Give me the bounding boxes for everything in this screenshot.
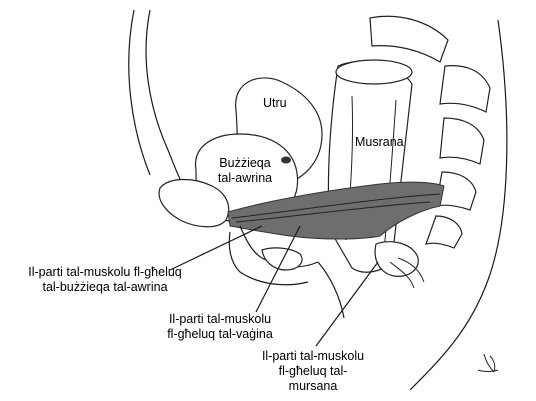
artist-signature (478, 354, 498, 372)
bladder-label-line2: tal-awrina (205, 171, 285, 186)
urethra-part-line1: Il-parti tal-muskolu fl-għeluq (0, 265, 210, 280)
bladder-label: Bużżieqa tal-awrina (205, 156, 285, 186)
rectum-part-line3: mursana (248, 379, 378, 394)
buttock-contour (318, 262, 344, 318)
urethra-part-label: Il-parti tal-muskolu fl-għeluq tal-bużżi… (0, 265, 210, 295)
leader-rectum (316, 262, 378, 346)
rectum-label: Musrana (355, 135, 404, 150)
rectum-part-line2: fl-għeluq tal- (248, 364, 378, 379)
uterus-label: Utru (263, 96, 287, 111)
bladder-label-line1: Bużżieqa (205, 156, 285, 171)
leader-urethra (170, 226, 262, 270)
rectum-shape (328, 60, 412, 272)
vagina-part-line2: fl-għeluq tal-vaġina (145, 327, 295, 342)
vagina-part-line1: Il-parti tal-muskolu (145, 312, 295, 327)
rectum-part-line1: Il-parti tal-muskolu (248, 349, 378, 364)
rectum-part-label: Il-parti tal-muskolu fl-għeluq tal- murs… (248, 349, 378, 394)
vagina-part-label: Il-parti tal-muskolu fl-għeluq tal-vaġin… (145, 312, 295, 342)
urethra-part-line2: tal-bużżieqa tal-awrina (0, 280, 210, 295)
